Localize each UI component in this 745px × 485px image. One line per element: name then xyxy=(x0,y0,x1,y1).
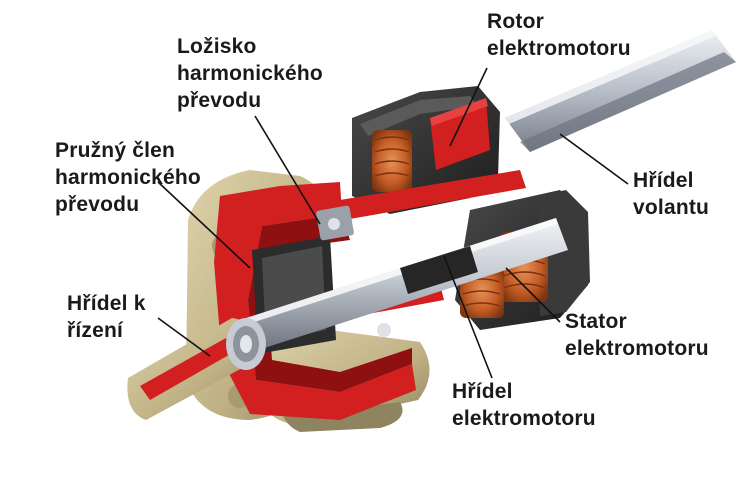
label-stator-line-1: Stator xyxy=(565,310,627,333)
motor-shaft xyxy=(240,218,568,352)
label-flex-member-line-2: harmonického xyxy=(55,166,201,189)
label-bearing-line-2: harmonického xyxy=(177,62,323,85)
label-stator-line-2: elektromotoru xyxy=(565,337,709,360)
label-steering-wheel-shaft-line-2: volantu xyxy=(633,196,710,219)
label-steering-wheel-shaft: Hřídel volantu xyxy=(633,167,709,221)
label-motor-shaft-line-1: Hřídel xyxy=(452,380,513,403)
label-rotor-line-2: elektromotoru xyxy=(487,37,631,60)
label-steering-shaft-line-2: řízení xyxy=(67,319,124,342)
bearing xyxy=(316,205,391,337)
label-bearing-line-3: převodu xyxy=(177,89,262,112)
label-steering-shaft-line-1: Hřídel k xyxy=(67,292,146,315)
label-steering-shaft: Hřídel k řízení xyxy=(67,290,146,344)
label-rotor-line-1: Rotor xyxy=(487,10,544,33)
label-rotor: Rotor elektromotoru xyxy=(487,8,631,62)
leader-lines xyxy=(157,67,629,379)
label-motor-shaft-line-2: elektromotoru xyxy=(452,407,596,430)
label-stator: Stator elektromotoru xyxy=(565,308,709,362)
steering-wheel-shaft xyxy=(505,30,736,152)
label-flex-member-line-1: Pružný člen xyxy=(55,139,176,162)
label-flex-member-line-3: převodu xyxy=(55,193,140,216)
steering-shaft xyxy=(127,318,266,420)
label-flex-member: Pružný člen harmonického převodu xyxy=(55,137,201,218)
label-motor-shaft: Hřídel elektromotoru xyxy=(452,378,596,432)
label-steering-wheel-shaft-line-1: Hřídel xyxy=(633,169,694,192)
label-bearing: Ložisko harmonického převodu xyxy=(177,33,323,114)
label-bearing-line-1: Ložisko xyxy=(177,35,257,58)
